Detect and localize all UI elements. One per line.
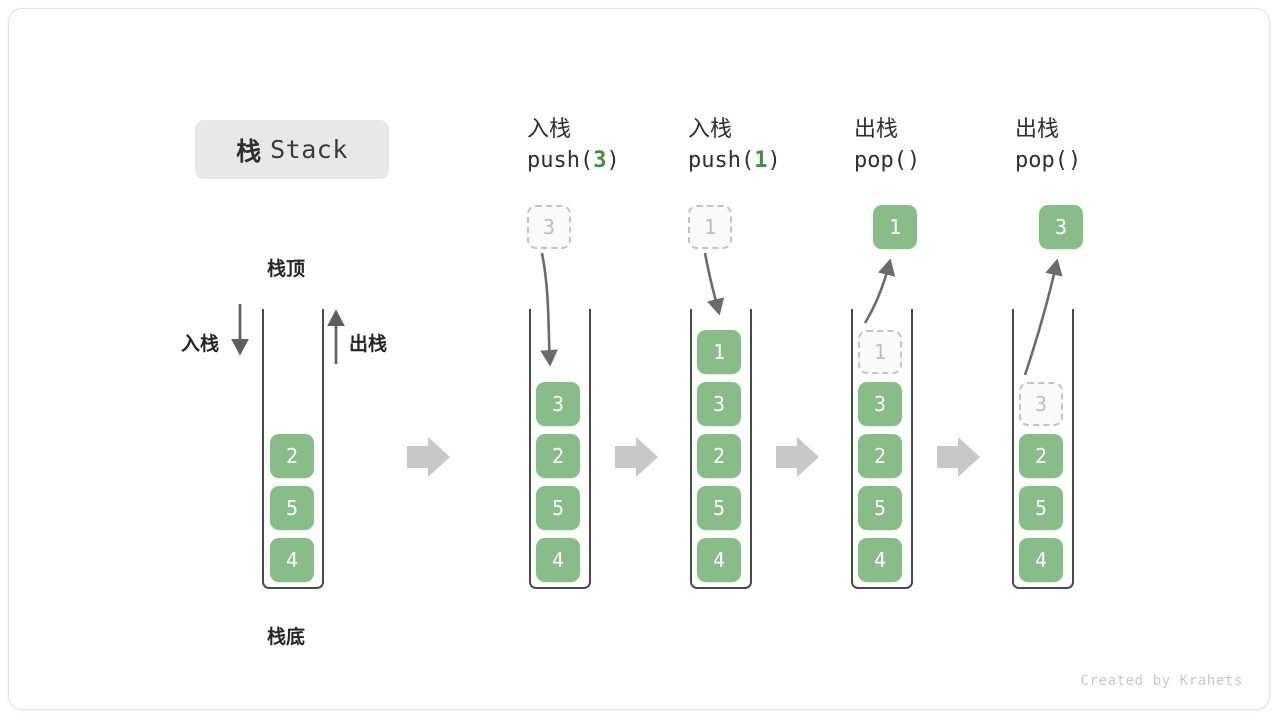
- step-title: 出栈: [1015, 116, 1060, 141]
- removed-slot-ghost: 3: [1019, 382, 1063, 426]
- stage-arrow-3: [776, 437, 819, 477]
- stage-arrow-1: [407, 437, 450, 477]
- stack-cell: 5: [270, 486, 314, 530]
- stack-cell: 5: [536, 486, 580, 530]
- stack-cell: 4: [697, 538, 741, 582]
- incoming-value-ghost: 3: [527, 205, 571, 249]
- stack-cell: 5: [1019, 486, 1063, 530]
- stack-top-label: 栈顶: [267, 259, 306, 280]
- stack-cell: 4: [270, 538, 314, 582]
- stack-cell: 2: [1019, 434, 1063, 478]
- stack-cell: 2: [536, 434, 580, 478]
- pop-direction-label: 出栈: [349, 334, 388, 355]
- stack-cell: 5: [697, 486, 741, 530]
- diagram-title: 栈 Stack: [195, 120, 389, 179]
- stack-bottom-label: 栈底: [267, 627, 306, 648]
- step-header-pop-3: 出栈 pop(): [1015, 114, 1175, 178]
- popped-value: 3: [1039, 205, 1083, 249]
- stack-cell: 4: [1019, 538, 1063, 582]
- step-header-push-3: 入栈 push(3): [527, 114, 687, 178]
- step-title: 出栈: [854, 116, 899, 141]
- incoming-value-ghost: 1: [688, 205, 732, 249]
- stack-cell: 1: [697, 330, 741, 374]
- stack-container-initial: [262, 309, 324, 589]
- stack-cell: 2: [270, 434, 314, 478]
- step-code: pop(): [1015, 148, 1082, 173]
- stack-cell: 4: [858, 538, 902, 582]
- popped-value: 1: [873, 205, 917, 249]
- step-header-push-1: 入栈 push(1): [688, 114, 848, 178]
- push-1-motion-arrow: [703, 252, 725, 316]
- step-title: 入栈: [688, 116, 733, 141]
- step-title: 入栈: [527, 116, 572, 141]
- stack-cell: 5: [858, 486, 902, 530]
- stack-container-push-1: [690, 309, 752, 589]
- stack-cell: 3: [858, 382, 902, 426]
- step-code: pop(): [854, 148, 921, 173]
- stack-cell: 3: [697, 382, 741, 426]
- stack-cell: 2: [697, 434, 741, 478]
- stage-arrow-2: [615, 437, 658, 477]
- stage-arrow-4: [937, 437, 980, 477]
- title-chinese: 栈: [236, 137, 262, 166]
- removed-slot-ghost: 1: [858, 330, 902, 374]
- step-code: push(1): [688, 148, 781, 173]
- stack-cell: 4: [536, 538, 580, 582]
- diagram-canvas: 栈 Stack 栈顶 栈底 入栈 出栈 2 5 4 入栈 push(3) 3 3…: [8, 8, 1270, 710]
- stack-container-pop-3: [1012, 309, 1074, 589]
- step-code: push(3): [527, 148, 620, 173]
- step-header-pop-1: 出栈 pop(): [854, 114, 1014, 178]
- title-english: Stack: [270, 135, 348, 164]
- push-direction-label: 入栈: [181, 334, 220, 355]
- stack-cell: 2: [858, 434, 902, 478]
- stack-cell: 3: [536, 382, 580, 426]
- stack-container-pop-1: [851, 309, 913, 589]
- footer-credit: Created by Krahets: [1080, 673, 1243, 689]
- stack-container-push-3: [529, 309, 591, 589]
